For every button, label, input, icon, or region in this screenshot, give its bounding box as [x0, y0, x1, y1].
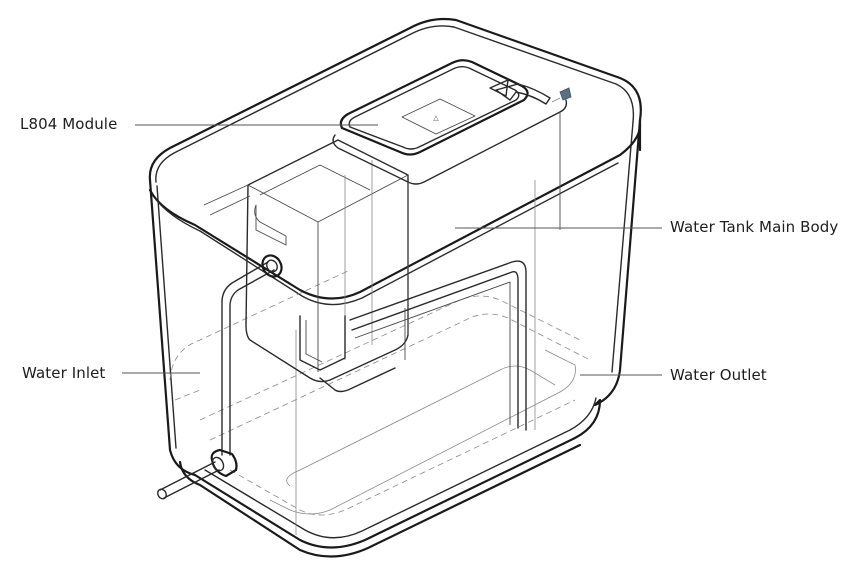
label-water-tank-main-body: Water Tank Main Body: [670, 218, 839, 236]
label-l804-module: L804 Module: [20, 115, 118, 133]
reservoir-block: [203, 139, 409, 393]
module-display-icon: △: [433, 114, 439, 122]
tank-shell: [148, 17, 642, 558]
water-inlet-pipe: [157, 254, 283, 500]
label-water-inlet: Water Inlet: [22, 364, 106, 382]
indicator-marker: [559, 87, 572, 101]
rotation-indicator: [489, 79, 572, 105]
inner-tray: [169, 180, 591, 535]
leader-lines: [122, 124, 662, 376]
label-water-outlet: Water Outlet: [670, 366, 767, 384]
l804-module: △: [332, 59, 568, 335]
water-outlet-pipe: [349, 260, 527, 431]
